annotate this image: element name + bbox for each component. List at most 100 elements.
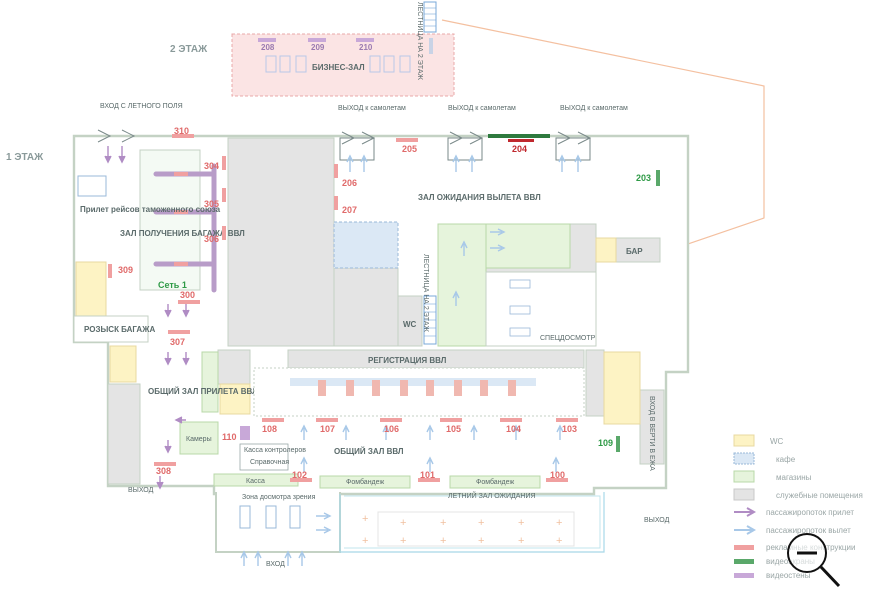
ad-208: 208 xyxy=(261,43,275,52)
legend-swatch-service xyxy=(733,488,755,501)
ad-109: 109 xyxy=(598,438,613,448)
stairs-2nd-floor xyxy=(423,1,437,33)
baggage-claim-label: ЗАЛ ПОЛУЧЕНИЯ БАГАЖА ВВЛ xyxy=(120,229,245,238)
ad-106: 106 xyxy=(384,424,399,434)
video-wall-210 xyxy=(356,38,374,42)
legend-departure-flow: пассажиропоток вылет xyxy=(766,526,851,535)
business-hall-block xyxy=(231,33,455,97)
ad-310: 310 xyxy=(174,126,189,136)
help-desk-label: Справочная xyxy=(250,459,289,466)
legend-wc: WC xyxy=(770,437,784,446)
ad-209: 209 xyxy=(311,43,325,52)
entrance-airfield-label: ВХОД С ЛЕТНОГО ПОЛЯ xyxy=(100,103,183,110)
legend-swatch-wc xyxy=(733,434,755,447)
ad-110: 110 xyxy=(222,432,237,442)
summer-hall-outline xyxy=(339,492,605,553)
cafe-block xyxy=(333,221,399,269)
video-screen-203 xyxy=(656,170,660,186)
entrance-bottom-label: ВХОД xyxy=(266,561,285,568)
svg-text:+: + xyxy=(556,517,562,529)
legend-swatch-video xyxy=(734,559,754,564)
stairs-top-label: ЛЕСТНИЦА НА 2 ЭТАЖ xyxy=(416,2,423,80)
exit-left-label: ВЫХОД xyxy=(128,487,154,494)
svg-text:+: + xyxy=(478,517,484,529)
wc-label: WC xyxy=(403,320,417,329)
ad-207: 207 xyxy=(342,205,357,215)
ad-107: 107 xyxy=(320,424,335,434)
ad-203: 203 xyxy=(636,173,651,183)
cash-label: Касса xyxy=(246,478,265,485)
inspection-frames xyxy=(239,505,301,529)
svg-text:+: + xyxy=(556,535,562,547)
lower-annex-outline xyxy=(215,492,341,553)
customs-union-label: Прилет рейсов таможенного союза xyxy=(80,205,221,214)
video-screen-204 xyxy=(488,134,550,138)
inspection-zone-label: Зона досмотра зрения xyxy=(242,494,316,501)
legend-arrow-departure xyxy=(734,525,757,535)
legend-cafe: кафе xyxy=(776,455,796,464)
legend-swatch-cafe xyxy=(733,452,755,465)
summer-hall-seating: + + + + + + + + + + + + xyxy=(362,513,562,547)
svg-text:+: + xyxy=(400,517,406,529)
exit-right-label: ВЫХОД xyxy=(644,517,670,524)
legend-swatch-video-walls xyxy=(734,573,754,578)
registration-label: РЕГИСТРАЦИЯ ВВЛ xyxy=(368,356,447,365)
ad-210: 210 xyxy=(359,43,373,52)
svg-text:+: + xyxy=(478,535,484,547)
baggage-search-room xyxy=(73,315,149,343)
floor-1-label: 1 ЭТАЖ xyxy=(6,152,44,163)
ad-309: 309 xyxy=(118,265,133,275)
ad-103: 103 xyxy=(562,424,577,434)
svg-text:+: + xyxy=(440,517,446,529)
baggage-search-label: РОЗЫСК БАГАЖА xyxy=(84,325,155,334)
check-in-desks xyxy=(290,378,536,396)
ad-101: 101 xyxy=(420,470,435,480)
ad-307: 307 xyxy=(170,337,185,347)
zoom-out-icon[interactable] xyxy=(783,531,843,589)
video-wall-208 xyxy=(258,38,276,42)
general-hall-label: ОБЩИЙ ЗАЛ ВВЛ xyxy=(334,447,404,456)
business-hall-label: БИЗНЕС-ЗАЛ xyxy=(312,63,365,72)
ad-100: 100 xyxy=(550,470,565,480)
right-side-room-label: ВХОД В ВЕРТИ В ЕЖА xyxy=(648,396,655,471)
legend-swatch-shops xyxy=(733,470,755,483)
ad-screen-110 xyxy=(240,426,250,440)
exit-plane-2-label: ВЫХОД к самолетам xyxy=(448,105,516,112)
arrival-flow-arrows xyxy=(104,146,190,490)
ad-204: 204 xyxy=(512,144,527,154)
departure-flow-arrows xyxy=(240,154,582,566)
legend-swatch-ads xyxy=(734,545,754,550)
floor-2-label: 2 ЭТАЖ xyxy=(170,44,208,55)
svg-text:+: + xyxy=(518,535,524,547)
ad-306: 306 xyxy=(204,234,219,244)
departure-gates xyxy=(339,131,592,161)
summer-hall-label: ЛЕТНИЙ ЗАЛ ОЖИДАНИЯ xyxy=(448,491,536,500)
ad-108: 108 xyxy=(262,424,277,434)
stairs-label: ЛЕСТНИЦА НА 2 ЭТАЖ xyxy=(422,254,429,332)
pharmacy-1-label: Фомбандеж xyxy=(346,478,384,486)
registration-zone xyxy=(253,367,585,417)
video-wall-209 xyxy=(308,38,326,42)
ad-308: 308 xyxy=(156,466,171,476)
special-inspection-room xyxy=(485,271,597,347)
svg-text:+: + xyxy=(440,535,446,547)
legend-arrow-arrival xyxy=(734,507,757,517)
svg-text:+: + xyxy=(362,513,368,525)
special-inspection-label: СПЕЦДОСМОТР xyxy=(540,335,596,342)
legend-arrival-flow: пассажиропоток прилет xyxy=(766,508,854,517)
network-label: Сеть 1 xyxy=(158,280,187,290)
legend-shops: магазины xyxy=(776,473,812,482)
legend-video-walls: видеостены xyxy=(766,571,811,580)
baggage-carousel-zone xyxy=(139,149,201,291)
general-arrival-label: ОБЩИЙ ЗАЛ ПРИЛЕТА ВВЛ xyxy=(148,387,258,396)
video-screen-109 xyxy=(616,436,620,452)
ad-305: 305 xyxy=(204,199,219,209)
svg-text:+: + xyxy=(362,535,368,547)
legend-service: служебные помещения xyxy=(776,491,863,500)
storage-label: Камеры xyxy=(186,436,212,443)
ad-304: 304 xyxy=(204,161,219,171)
ad-102: 102 xyxy=(292,470,307,480)
ad-205: 205 xyxy=(402,144,417,154)
ad-206: 206 xyxy=(342,178,357,188)
